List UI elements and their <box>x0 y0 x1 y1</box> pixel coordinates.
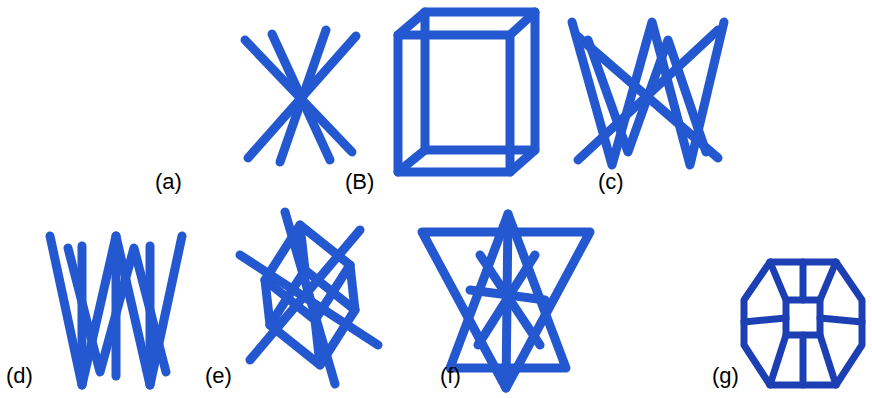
figure-label: (a) <box>155 170 182 194</box>
figure-label: (d) <box>6 364 33 388</box>
zigzag-cell <box>572 22 724 165</box>
truncated-octahedron-cell <box>744 262 862 385</box>
star-cell <box>422 214 590 388</box>
figure-label: (f) <box>440 364 461 388</box>
figure-label: (e) <box>205 364 232 388</box>
rotated-strut-cell <box>240 212 378 384</box>
figure-label: (g) <box>712 364 739 388</box>
figure-label: (c) <box>598 170 624 194</box>
figure-label: (B) <box>345 170 374 194</box>
bowtie-cell <box>50 236 182 385</box>
cubic-cell <box>398 12 535 172</box>
bcc-strut-cell <box>245 30 356 162</box>
